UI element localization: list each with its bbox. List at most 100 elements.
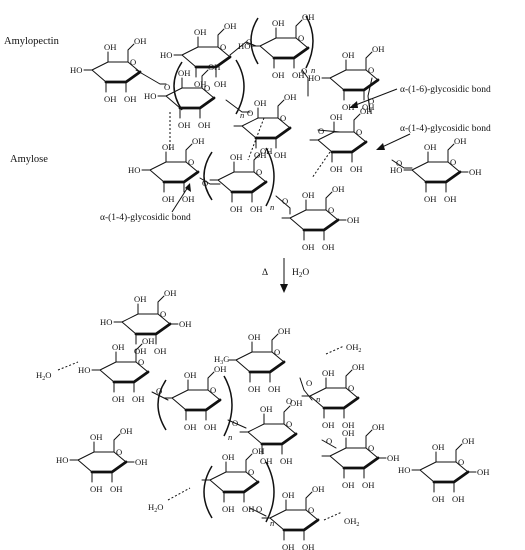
glycosidic-o-top-5: O — [318, 126, 324, 136]
ring-chain-b-ring-o: O — [210, 385, 216, 395]
ring-center-b-c4-oh: OH — [260, 404, 272, 414]
ring-main-b-ring-o: O — [368, 443, 374, 453]
glycosidic-o-bottom-0: O — [156, 386, 162, 396]
ring-amylopectin-top-left-c6-oh: OH — [224, 21, 236, 31]
ring-amylose-left-ring-o: O — [188, 157, 194, 167]
ring-center-b-c6-oh: OH — [290, 398, 302, 408]
methyl-group: H3C — [214, 354, 229, 366]
glycosidic-o-bottom-3: O — [326, 436, 332, 446]
ring-amylose-mid-c2-oh: OH — [230, 204, 242, 214]
svg-text:n: n — [240, 110, 244, 120]
ring-amylose-left — [141, 143, 200, 193]
ring-amylopectin-main-c6-oh: OH — [360, 106, 372, 116]
ring-amylopectin-center-c1-oh: OH — [274, 150, 286, 160]
water-bottom-right: OH2 — [344, 516, 359, 528]
glycosidic-o-top-0: O — [164, 82, 170, 92]
ring-amylopectin-top-left-c2-oh: OH — [194, 79, 206, 89]
glycosidic-o-top-1: O — [246, 37, 252, 47]
ring-amylopectin-terminal — [83, 43, 142, 93]
ring-chain-c-c1-oh: OH — [242, 504, 254, 514]
ring-branch-b — [301, 369, 360, 419]
ring-center-b-ring-o: O — [286, 419, 292, 429]
ring-methyl — [227, 333, 286, 383]
ring-free-top-c3-ho: HO — [100, 317, 112, 327]
ring-amylopectin-end-ring-o: O — [450, 157, 456, 167]
ring-amylopectin-mid-left-c4-oh: OH — [178, 68, 190, 78]
ring-chain-b-c6-oh: OH — [214, 364, 226, 374]
ring-free-left-c3-ho: HO — [56, 455, 68, 465]
ring-amylopectin-top-right — [251, 19, 310, 69]
ring-amylopectin-branch-c6-oh: OH — [372, 44, 384, 54]
ring-chain-c-c6-oh: OH — [252, 446, 264, 456]
ring-amylopectin-main — [309, 113, 368, 163]
ring-free-right-anomeric-oh: OH — [477, 467, 489, 477]
ring-amylose-end-anomeric-oh: OH — [347, 215, 359, 225]
ring-chain-c — [201, 453, 260, 503]
repeat-subscripts: n n n n n n — [228, 65, 320, 528]
ring-amylopectin-branch-c3-ho: HO — [308, 73, 320, 83]
ring-amylopectin-terminal-c2-oh: OH — [104, 94, 116, 104]
ring-free-right-c2-oh: OH — [432, 494, 444, 504]
bond-14-left-label: α-(1-4)-glycosidic bond — [100, 212, 191, 223]
ring-amylopectin-mid-left-c1-oh: OH — [198, 120, 210, 130]
svg-text:n: n — [270, 518, 274, 528]
ring-free-left-anomeric-oh: OH — [135, 457, 147, 467]
ring-amylopectin-end-c1-oh: OH — [444, 194, 456, 204]
ring-free-top-anomeric-oh: OH — [179, 319, 191, 329]
ring-chain-d-c6-oh: OH — [312, 484, 324, 494]
ring-chain-a-c2-oh: OH — [112, 394, 124, 404]
ring-amylopectin-top-left — [173, 28, 232, 78]
ring-free-left-c4-oh: OH — [90, 432, 102, 442]
glycosidic-linkages — [135, 41, 413, 517]
ring-amylose-mid-c4-oh: OH — [230, 152, 242, 162]
ring-chain-c-c2-oh: OH — [222, 504, 234, 514]
glucose-rings — [69, 19, 477, 541]
ring-amylopectin-end-c4-oh: OH — [424, 142, 436, 152]
bond-14-left-pointer — [171, 183, 191, 213]
ring-amylopectin-mid-left-c3-ho: HO — [144, 91, 156, 101]
ring-amylopectin-top-left-c3-ho: HO — [160, 50, 172, 60]
svg-text:n: n — [311, 65, 315, 75]
ring-free-top-ring-o: O — [160, 309, 166, 319]
ring-amylopectin-branch-ring-o: O — [368, 65, 374, 75]
ring-methyl-ring-o: O — [274, 347, 280, 357]
ring-amylose-left-c3-ho: HO — [128, 165, 140, 175]
ring-chain-b — [163, 371, 222, 421]
ring-amylose-left-c1-oh: OH — [182, 194, 194, 204]
ring-amylopectin-terminal-c3-ho: HO — [70, 65, 82, 75]
ring-free-top — [113, 295, 179, 345]
ring-methyl-c1-oh: OH — [268, 384, 280, 394]
ring-amylopectin-terminal-c6-oh: OH — [134, 36, 146, 46]
ring-free-left-c1-oh: OH — [110, 484, 122, 494]
ring-amylopectin-end-c6-oh: OH — [454, 136, 466, 146]
ring-main-b-c4-oh: OH — [342, 428, 354, 438]
ring-methyl-c2-oh: OH — [248, 384, 260, 394]
ring-chain-d-ring-o: O — [308, 505, 314, 515]
glycosidic-o-bottom-2: O — [306, 378, 312, 388]
ring-amylopectin-branch-c1-oh: OH — [362, 102, 374, 112]
ring-amylopectin-terminal-c4-oh: OH — [104, 42, 116, 52]
ring-chain-c-c4-oh: OH — [222, 452, 234, 462]
ring-free-top-c1-oh: OH — [154, 346, 166, 356]
ring-main-b — [321, 429, 387, 479]
ring-amylopectin-top-right-c6-oh: OH — [302, 12, 314, 22]
ring-chain-a-c4-oh: OH — [112, 342, 124, 352]
ring-center-b-c2-oh: OH — [260, 456, 272, 466]
ring-amylopectin-end-anomeric-oh: OH — [469, 167, 481, 177]
ring-free-top-c6-oh: OH — [164, 288, 176, 298]
ring-amylose-end-c4-oh: OH — [302, 190, 314, 200]
ring-branch-b-c1-oh: OH — [342, 420, 354, 430]
ring-amylopectin-center-c6-oh: OH — [284, 92, 296, 102]
ring-free-top-c4-oh: OH — [134, 294, 146, 304]
ring-branch-b-c2-oh: OH — [322, 420, 334, 430]
ring-amylopectin-end — [403, 143, 469, 193]
amylopectin-label: Amylopectin — [4, 36, 60, 47]
water-arrow-label: H2O — [292, 268, 309, 279]
ring-amylose-end-c2-oh: OH — [302, 242, 314, 252]
ring-amylose-left-c4-oh: OH — [162, 142, 174, 152]
ring-center-b-c1-oh: OH — [280, 456, 292, 466]
ring-main-b-anomeric-oh: OH — [387, 453, 399, 463]
ring-free-right-c4-oh: OH — [432, 442, 444, 452]
ring-amylopectin-end-c3-ho: HO — [390, 165, 402, 175]
